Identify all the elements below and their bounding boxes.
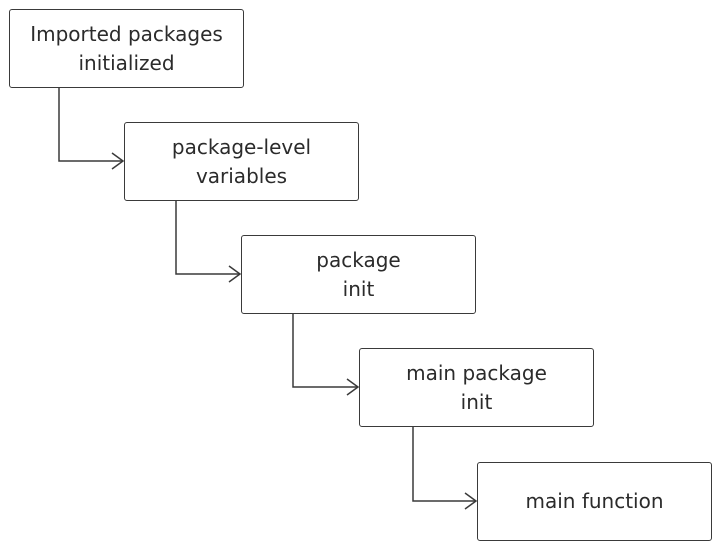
arrow-step4-to-step5 xyxy=(412,427,478,510)
arrow-step3-to-step4 xyxy=(292,314,360,396)
arrow-step2-to-step3 xyxy=(175,201,242,283)
step-package-level-variables: package-level variables xyxy=(124,122,359,201)
step-label: main package init xyxy=(406,360,547,414)
step-main-package-init: main package init xyxy=(359,348,594,427)
step-imported-packages-initialized: Imported packages initialized xyxy=(9,9,244,88)
step-label: main function xyxy=(525,489,664,513)
step-main-function: main function xyxy=(477,462,712,541)
step-label: Imported packages initialized xyxy=(30,21,223,75)
step-label: package init xyxy=(316,247,401,301)
step-package-init: package init xyxy=(241,235,476,314)
step-label: package-level variables xyxy=(171,134,312,188)
arrow-step1-to-step2 xyxy=(58,88,125,170)
